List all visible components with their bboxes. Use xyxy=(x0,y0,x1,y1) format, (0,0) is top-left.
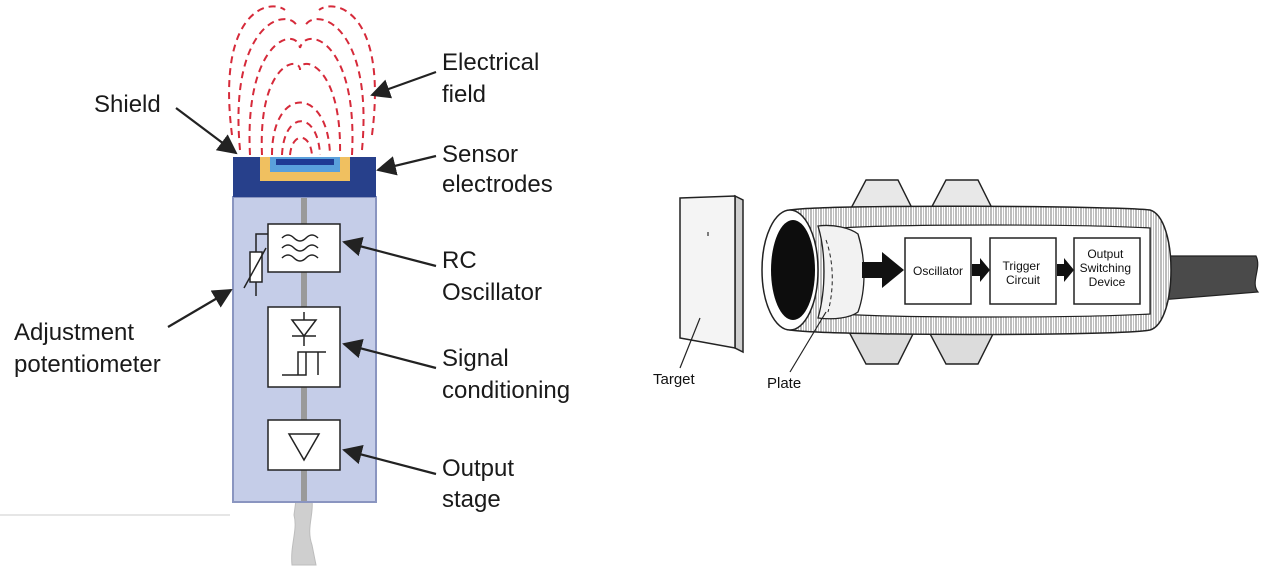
label-rc-oscillator: RC Oscillator xyxy=(442,247,542,306)
svg-text:Oscillator: Oscillator xyxy=(913,264,963,278)
inductive-sensor-diagram: Oscillator Trigger Circuit Output Switch… xyxy=(653,179,1260,392)
label-target: Target xyxy=(653,371,696,388)
label-electrical-field: Electrical field xyxy=(442,49,546,108)
output-cable xyxy=(1159,255,1260,301)
output-switching-device-block: Output Switching Device xyxy=(1073,237,1141,305)
leader-lines-right xyxy=(679,311,827,373)
sensor-cable xyxy=(291,499,317,566)
leader-arrows-left xyxy=(167,70,437,476)
label-plate: Plate xyxy=(767,375,801,392)
label-shield: Shield xyxy=(94,91,161,118)
arrow-trigger-output xyxy=(1057,258,1074,282)
sensor-face-opening xyxy=(771,220,815,320)
svg-text:Output Switching: Output Switching Device xyxy=(1080,247,1135,289)
plate-contour xyxy=(825,239,833,313)
arrow-osc-trigger xyxy=(972,258,990,282)
label-output-stage: Output stage xyxy=(442,455,521,513)
sensor-plate xyxy=(817,224,865,320)
label-sensor-electrodes: Sensor electrodes xyxy=(442,141,553,198)
output-stage-block xyxy=(267,419,341,471)
potentiometer-symbol xyxy=(243,233,268,296)
target-plate xyxy=(679,194,744,354)
electrical-field-lines xyxy=(228,5,376,156)
rc-oscillator-block xyxy=(267,223,341,273)
oscillator-block: Oscillator xyxy=(904,237,972,305)
label-adjustment-potentiometer: Adjustment potentiometer xyxy=(14,319,161,378)
signal-conditioning-block xyxy=(267,306,341,388)
capacitive-sensor-diagram: Electrical field Shield Sensor electrode… xyxy=(0,5,570,566)
svg-text:Trigger Circuit: Trigger Circuit xyxy=(1003,259,1044,287)
signal-arrow-big xyxy=(862,252,904,288)
sensor-electrode-core xyxy=(276,159,334,165)
label-signal-conditioning: Signal conditioning xyxy=(442,345,570,404)
trigger-circuit-block: Trigger Circuit xyxy=(989,237,1057,305)
